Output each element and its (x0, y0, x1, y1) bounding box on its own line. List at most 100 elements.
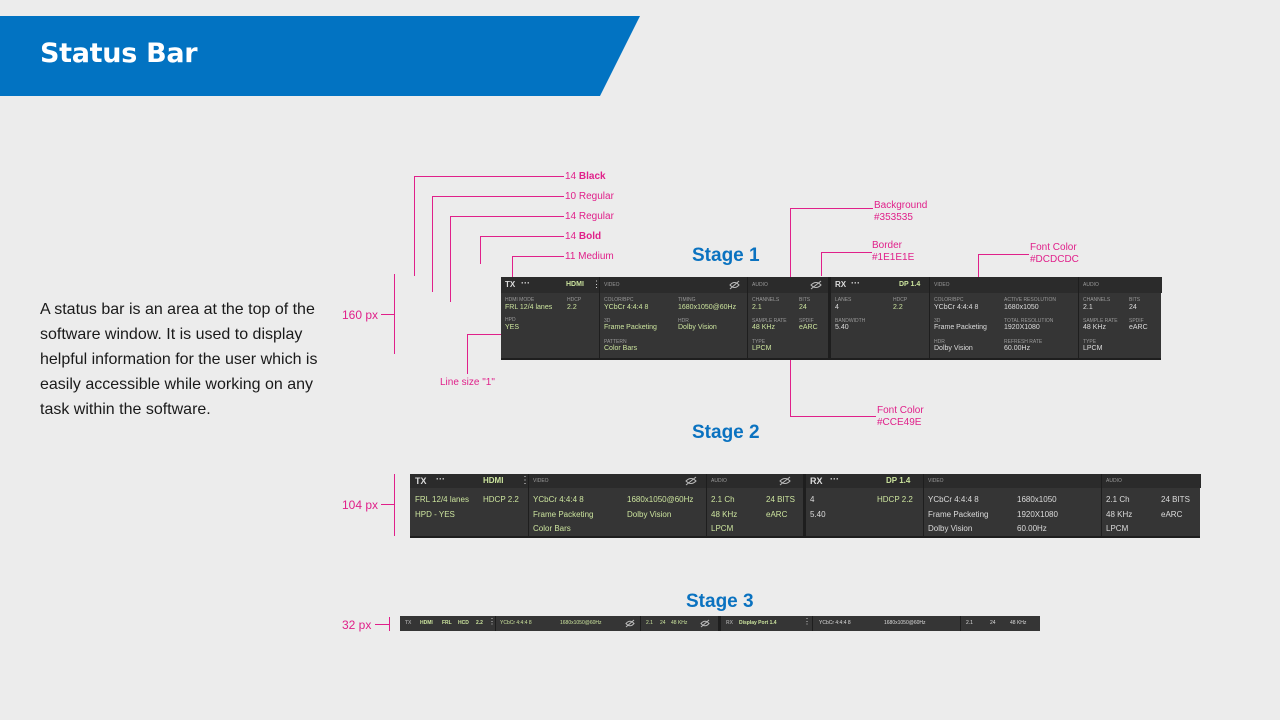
value: 48 KHz (671, 620, 688, 626)
value: HCD (458, 620, 469, 626)
section-title: AUDIO (711, 478, 727, 484)
more-icon[interactable]: ··· (521, 278, 530, 288)
height-bracket (394, 474, 395, 536)
label: CHANNELS (752, 297, 780, 303)
label: BITS (1129, 297, 1141, 303)
value: Frame Packeting (604, 324, 657, 331)
tx-title: TX (405, 620, 412, 626)
value: 1680x1050@60Hz (678, 304, 737, 311)
tx-port: HDMI (566, 281, 584, 288)
eye-slash-icon[interactable] (729, 280, 740, 290)
value: HPD - YES (415, 510, 455, 519)
value: 48 KHz (1083, 324, 1106, 331)
kebab-menu-icon[interactable]: ⋮ (803, 617, 811, 626)
tx-title: TX (415, 476, 427, 486)
value: 2.1 (1083, 304, 1093, 311)
value: 48 KHz (752, 324, 775, 331)
value: 2.1 Ch (1106, 495, 1130, 504)
rx-port: Display Port 1.4 (739, 620, 777, 626)
tx-rx-divider[interactable] (718, 616, 721, 631)
value: YCbCr 4:4:4 8 (604, 304, 649, 311)
label: COLOR/BPC (934, 297, 964, 303)
label: TYPE (752, 339, 766, 345)
value: Dolby Vision (928, 524, 973, 533)
more-icon[interactable]: ··· (436, 474, 445, 484)
tx-section: TX ··· HDMI ⋮ HDMI MODE FRL 12/4 lanes H… (501, 277, 601, 360)
annotation-line (432, 196, 433, 292)
tx-rx-divider[interactable] (803, 474, 806, 538)
annotation-line (790, 416, 876, 417)
value: 24 BITS (766, 495, 795, 504)
value: 2.1 (752, 304, 762, 311)
annotation-line (512, 256, 564, 257)
rx-section: RX ··· DP 1.4 LANES 4 HDCP 2.2 BANDWIDTH… (831, 277, 929, 360)
rx-audio-section: AUDIO CHANNELS 2.1 BITS 24 SAMPLE RATE 4… (1078, 277, 1162, 360)
rx-title: RX (810, 476, 823, 486)
height-tick (381, 504, 394, 505)
value: YES (505, 324, 520, 331)
annotation-background: Background#353535 (874, 200, 928, 223)
more-icon[interactable]: ··· (830, 474, 839, 484)
annotation-line (450, 216, 451, 302)
value: YCbCr 4:4:4 8 (928, 495, 979, 504)
label: REFRESH RATE (1004, 339, 1043, 345)
label: TYPE (1083, 339, 1097, 345)
label: HDCP (567, 297, 582, 303)
label: SAMPLE RATE (752, 318, 787, 324)
value: 4 (835, 304, 839, 311)
value: Dolby Vision (678, 324, 717, 331)
value: eARC (1161, 510, 1183, 519)
value: 4 (810, 495, 815, 504)
value: YCbCr 4:4:4 8 (500, 620, 532, 626)
tx-audio-section: AUDIO CHANNELS 2.1 BITS 24 SAMPLE RATE 4… (747, 277, 829, 360)
label: HDMI MODE (505, 297, 535, 303)
annotation-font-color-1: Font Color#DCDCDC (1030, 242, 1079, 265)
value: eARC (1129, 324, 1148, 331)
kebab-menu-icon[interactable]: ⋮ (488, 617, 496, 626)
section-title: VIDEO (533, 478, 549, 484)
height-label-stage2: 104 px (342, 498, 379, 512)
status-bar-stage3: TX HDMI FRL HCD 2.2 ⋮ YCbCr 4:4:4 8 1680… (400, 616, 1040, 631)
value: LPCM (711, 524, 734, 533)
annotation-line (978, 254, 1029, 255)
eye-slash-icon[interactable] (779, 476, 791, 486)
rx-port: DP 1.4 (886, 476, 911, 485)
eye-slash-icon[interactable] (700, 619, 710, 628)
kebab-menu-icon[interactable]: ⋮ (592, 279, 601, 289)
tx-video-section: VIDEO YCbCr 4:4:4 8 1680x1050@60Hz Frame… (528, 474, 707, 538)
tx-video-section: VIDEO COLOR/BPC YCbCr 4:4:4 8 TIMING 168… (599, 277, 748, 360)
value: 5.40 (835, 324, 849, 331)
label: COLOR/BPC (604, 297, 634, 303)
value: 1680x1050 (1004, 304, 1039, 311)
value: FRL 12/4 lanes (505, 304, 553, 311)
value: 1680x1050@60Hz (884, 620, 926, 626)
value: 2.1 Ch (711, 495, 735, 504)
annotation-line (450, 216, 564, 217)
more-icon[interactable]: ··· (851, 278, 860, 288)
value: LPCM (1106, 524, 1129, 533)
page-title: Status Bar (40, 38, 198, 69)
value: 24 (990, 620, 996, 626)
value: Frame Packeting (928, 510, 989, 519)
eye-slash-icon[interactable] (810, 280, 822, 290)
kebab-menu-icon[interactable]: ⋮ (520, 475, 530, 486)
value: HDCP 2.2 (877, 495, 913, 504)
value: 1680x1050@60Hz (627, 495, 694, 504)
section-title: VIDEO (934, 282, 950, 288)
value: 24 (660, 620, 666, 626)
annotation-line (467, 334, 501, 335)
eye-slash-icon[interactable] (625, 619, 635, 628)
annotation-line (978, 254, 979, 277)
value: 24 (1129, 304, 1137, 311)
annotation-line (432, 196, 564, 197)
section-title: AUDIO (1106, 478, 1122, 484)
value: eARC (766, 510, 788, 519)
eye-slash-icon[interactable] (685, 476, 697, 486)
annotation-line (821, 252, 822, 276)
label: 3D (604, 318, 611, 324)
tx-rx-divider[interactable] (828, 277, 831, 360)
label: HDCP (893, 297, 908, 303)
value: FRL (442, 620, 452, 626)
label: TIMING (678, 297, 696, 303)
tx-audio-section: AUDIO 2.1 Ch 24 BITS 48 KHz eARC LPCM (706, 474, 804, 538)
